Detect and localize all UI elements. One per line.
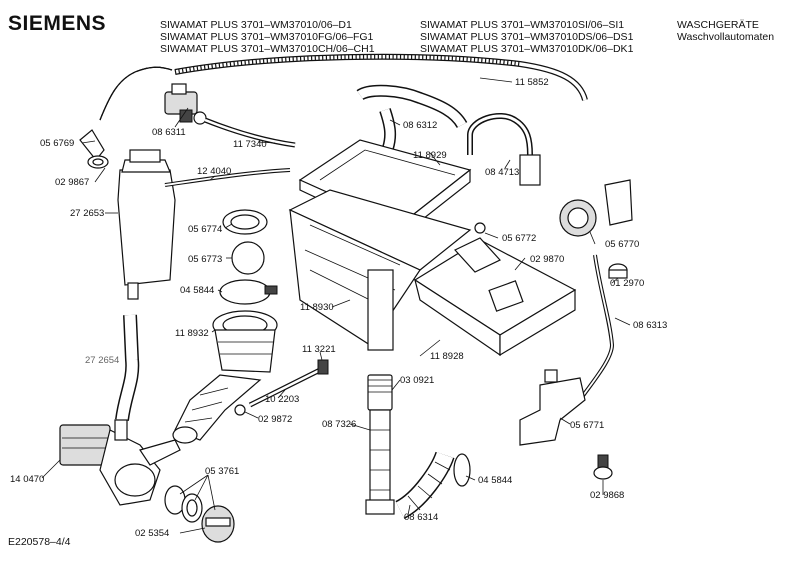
ring-045844 xyxy=(219,279,278,305)
label-053761: 05 3761 xyxy=(205,466,239,477)
fill-hose-115852 xyxy=(174,53,588,101)
drain-pipe-087326 xyxy=(365,374,395,515)
knob-029868 xyxy=(593,454,613,480)
label-086311: 08 6311 xyxy=(152,127,186,138)
category-title: WASCHGERÄTE xyxy=(677,19,759,31)
label-118929: 11 8929 xyxy=(413,150,447,161)
label-118928: 11 8928 xyxy=(430,351,464,362)
model-line: SIWAMAT PLUS 3701–WM37010FG/06–FG1 xyxy=(160,31,374,43)
model-list-right: SIWAMAT PLUS 3701–WM37010SI/06–SI1 SIWAM… xyxy=(420,19,633,55)
label-056771: 05 6771 xyxy=(570,420,604,431)
corrugated-hose xyxy=(99,66,173,121)
drawer-insert-118928 xyxy=(413,222,577,357)
label-102203: 10 2203 xyxy=(265,394,299,405)
label-045844-top: 04 5844 xyxy=(180,285,214,296)
label-025354: 02 5354 xyxy=(135,528,169,539)
model-line: SIWAMAT PLUS 3701–WM37010DS/06–DS1 xyxy=(420,31,634,43)
label-029867: 02 9867 xyxy=(55,177,89,188)
label-113221: 11 3221 xyxy=(302,344,336,355)
dispenser-housing-118930 xyxy=(288,189,472,351)
label-056769: 05 6769 xyxy=(40,138,74,149)
label-056770: 05 6770 xyxy=(605,239,639,250)
label-056772: 05 6772 xyxy=(502,233,536,244)
label-117340: 11 7340 xyxy=(233,139,267,150)
label-084713: 08 4713 xyxy=(485,167,519,178)
label-086312: 08 6312 xyxy=(403,120,437,131)
drawing-id: E220578–4/4 xyxy=(8,536,71,548)
label-029868: 02 9868 xyxy=(590,490,624,501)
model-line: SIWAMAT PLUS 3701–WM37010SI/06–SI1 xyxy=(420,19,625,31)
label-086313: 08 6313 xyxy=(633,320,667,331)
label-115852: 11 5852 xyxy=(515,77,549,88)
category-block: WASCHGERÄTE Waschvollautomaten xyxy=(677,19,774,43)
filter-cap-025354 xyxy=(201,505,235,543)
label-029870: 02 9870 xyxy=(530,254,564,265)
clamp-084713 xyxy=(467,113,541,186)
model-list-left: SIWAMAT PLUS 3701–WM37010/06–D1 SIWAMAT … xyxy=(160,19,375,55)
label-045844-bottom: 04 5844 xyxy=(478,475,512,486)
model-line: SIWAMAT PLUS 3701–WM37010DK/06–DK1 xyxy=(420,43,634,55)
label-124040: 12 4040 xyxy=(197,166,231,177)
pump-140470 xyxy=(59,419,181,506)
hose-086312 xyxy=(356,84,468,150)
elbow-056769 xyxy=(79,129,109,169)
label-056773: 05 6773 xyxy=(188,254,222,265)
label-012970: 01 2970 xyxy=(610,278,644,289)
label-029872: 02 9872 xyxy=(258,414,292,425)
label-030921: 03 0921 xyxy=(400,375,434,386)
solenoid-valve xyxy=(164,83,207,125)
label-118930: 11 8930 xyxy=(300,302,334,313)
model-line: SIWAMAT PLUS 3701–WM37010CH/06–CH1 xyxy=(160,43,375,55)
label-272654: 27 2654 xyxy=(85,355,119,366)
brand-logo: SIEMENS xyxy=(8,12,107,35)
category-subtitle: Waschvollautomaten xyxy=(677,31,775,43)
label-272653: 27 2653 xyxy=(70,208,104,219)
container-272653 xyxy=(117,149,176,300)
hose-272654 xyxy=(115,314,140,421)
label-087326: 08 7326 xyxy=(322,419,356,430)
label-056774: 05 6774 xyxy=(188,224,222,235)
model-line: SIWAMAT PLUS 3701–WM37010/06–D1 xyxy=(160,19,352,31)
seal-056774 xyxy=(222,209,268,235)
label-140470: 14 0470 xyxy=(10,474,44,485)
label-118932: 11 8932 xyxy=(175,328,209,339)
pressure-switch-056770 xyxy=(559,179,633,237)
bracket-056771 xyxy=(519,369,586,446)
bellows-118932 xyxy=(172,310,278,444)
ball-056773 xyxy=(231,241,265,275)
label-086314: 08 6314 xyxy=(404,512,438,523)
hose-086314 xyxy=(394,451,471,519)
